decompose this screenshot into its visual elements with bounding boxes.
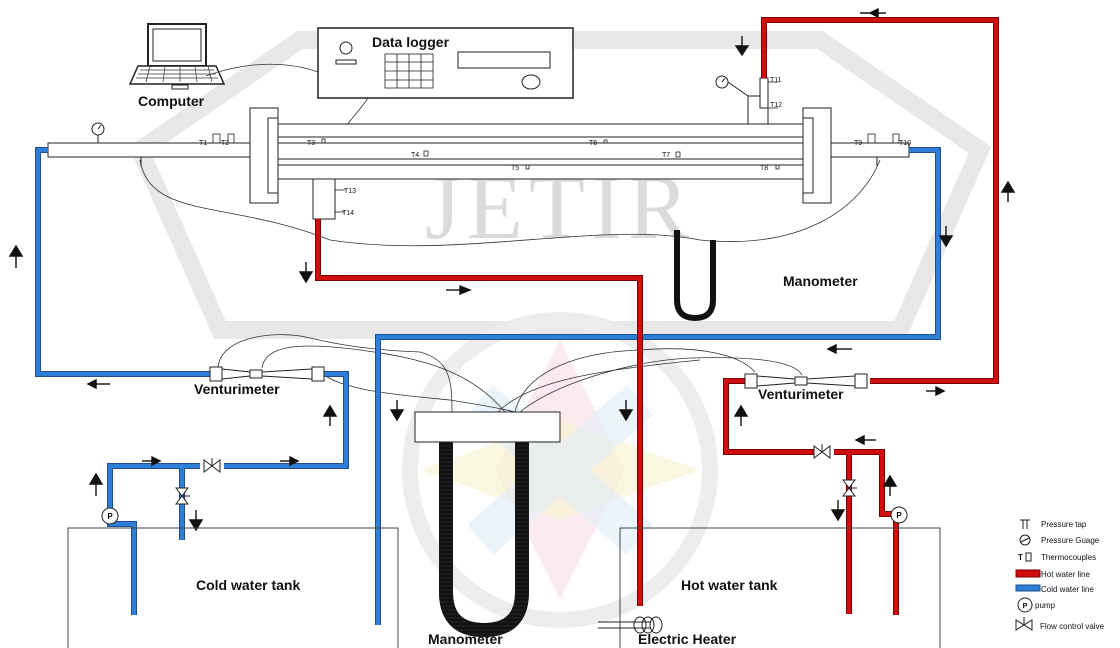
manometer-top-label: Manometer [783,273,858,289]
flow-arrow-icons [8,7,1016,532]
data-logger [317,27,574,99]
pressure-gauge-icon [91,75,749,143]
pump-icon: P P [101,506,908,525]
svg-text:T: T [1018,553,1023,562]
svg-text:P: P [896,511,902,520]
manometer-top [674,230,716,322]
legend-label: Cold water line [1041,585,1094,594]
thermocouple-label: T1 [199,140,207,147]
legend-label: Pressure Guage [1041,536,1100,545]
thermocouple-label: T4 [411,152,419,159]
hot-tank-label: Hot water tank [681,577,778,593]
hot-water-tank [619,527,941,648]
venturimeter-right-label: Venturimeter [758,386,844,402]
thermocouple-label: T13 [344,188,356,195]
pump-icon: P [1017,597,1033,613]
svg-text:P: P [1023,603,1028,610]
manometer-bottom-label: Manometer [428,631,503,647]
cold-water-line [35,147,941,625]
cold-water-tank [67,527,399,648]
venturimeter-left-label: Venturimeter [194,381,280,397]
legend-label: Hot water line [1041,570,1090,579]
legend-label: Flow control valve [1040,622,1105,631]
pressure-tap-icon [1020,519,1030,529]
signal-wires [139,63,881,413]
thermocouple-label: T8 [760,165,768,172]
heat-exchanger [47,77,910,220]
venturimeter-right [744,373,868,389]
valve-icon [1015,617,1033,631]
thermocouple-label: T7 [662,152,670,159]
data-logger-label: Data logger [372,34,450,50]
thermocouple-labels: T1 T2 T3 T4 T5 T6 T7 T8 T9 T10 T11 T12 T… [199,77,911,217]
thermocouple-label: T11 [770,77,782,84]
pressure-gauge-icon [1019,534,1031,546]
manometer-bottom [414,411,561,638]
thermocouple-label: T2 [221,140,229,147]
legend-label: pump [1035,601,1056,610]
thermocouple-label: T12 [770,102,782,109]
thermocouple-label: T9 [854,140,862,147]
thermocouple-marks [212,81,900,213]
hot-line-swatch [1015,569,1041,578]
valve-icon [175,444,857,505]
thermocouple-label: T10 [899,140,911,147]
legend: Pressure tap Pressure Guage T Thermocoup… [1015,519,1105,631]
thermocouple-label: T3 [307,140,315,147]
cold-line-swatch [1015,584,1041,592]
thermocouple-label: T6 [589,140,597,147]
legend-label: Thermocouples [1041,553,1096,562]
venturimeter-left [209,366,325,382]
computer [128,23,226,90]
thermocouple-icon: T [1018,552,1032,562]
electric-heater-label: Electric Heater [638,631,737,647]
cold-tank-label: Cold water tank [196,577,300,593]
electric-heater [598,616,663,634]
legend-label: Pressure tap [1041,520,1087,529]
computer-label: Computer [138,93,205,109]
hot-water-line [315,17,999,615]
pressure-tap-icon [136,156,882,166]
thermocouple-label: T14 [342,210,354,217]
svg-text:P: P [107,512,113,521]
thermocouple-label: T5 [511,165,519,172]
